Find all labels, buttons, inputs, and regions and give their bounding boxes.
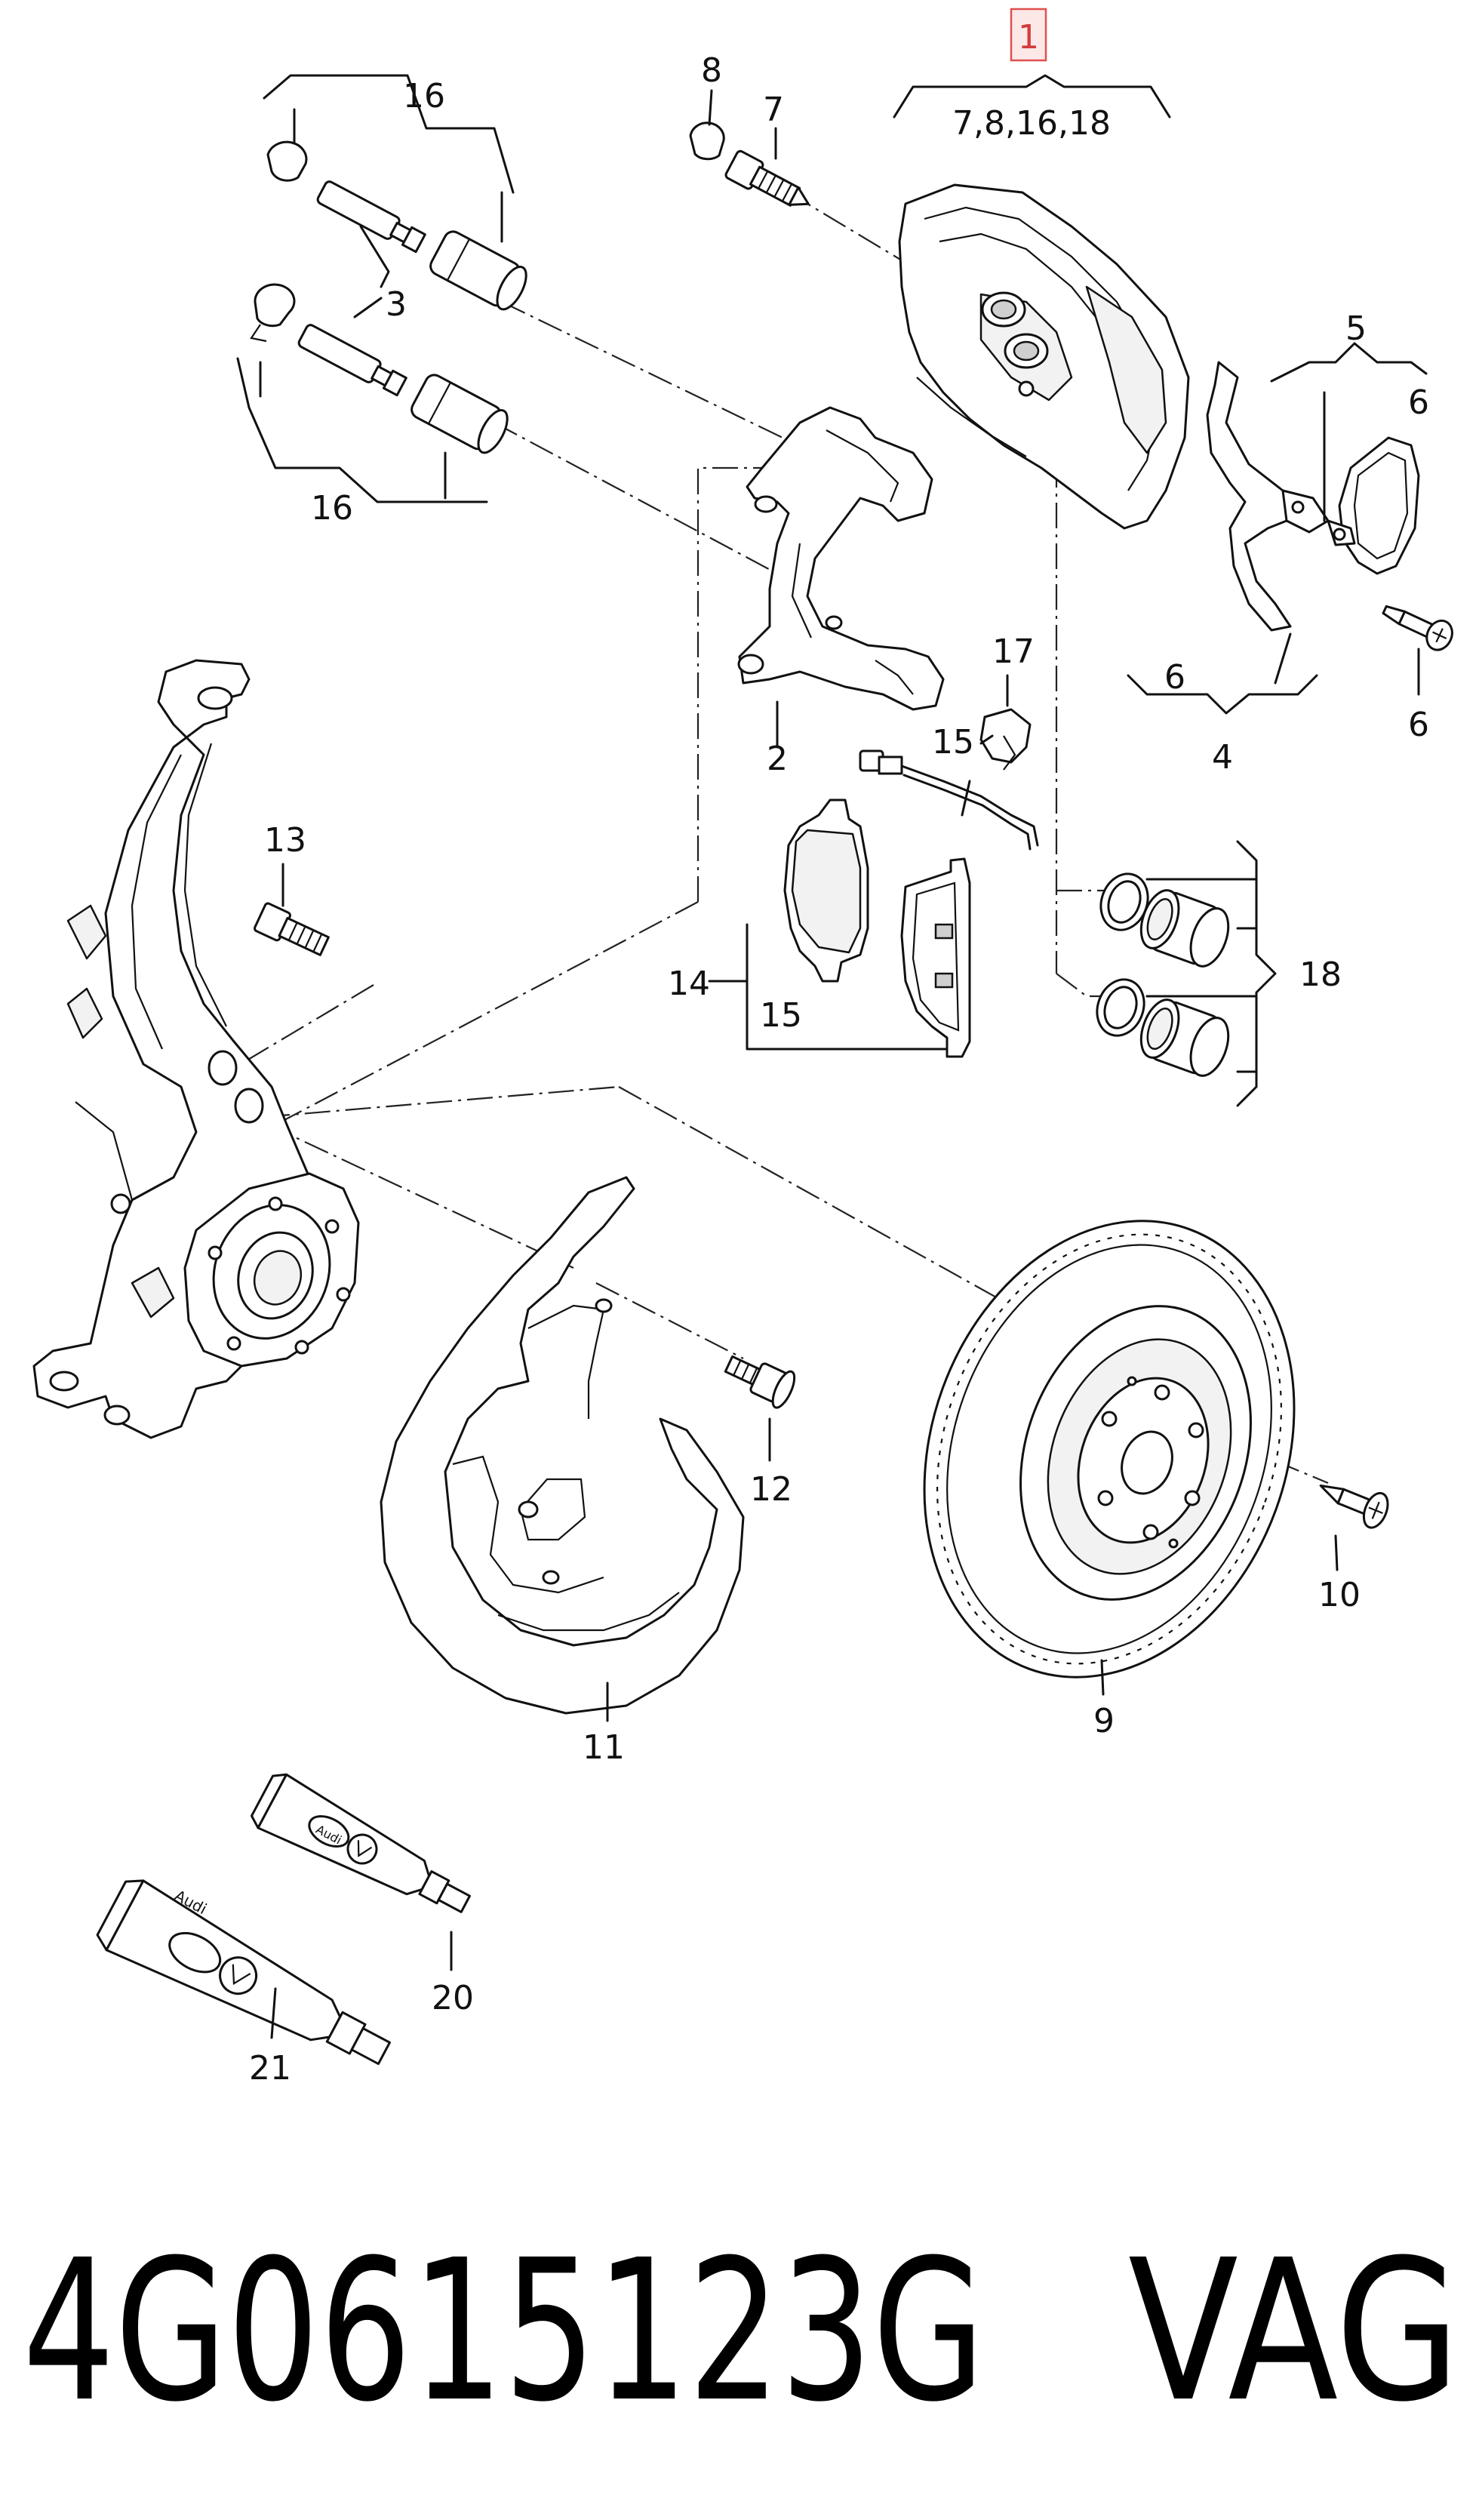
brake-pad-set	[708, 798, 971, 1058]
callout-17[interactable]: 17	[992, 632, 1035, 671]
callout-15-pads[interactable]: 15	[760, 996, 802, 1035]
callout-15-sensor[interactable]: 15	[932, 723, 974, 762]
piston-seal-kit	[1096, 840, 1277, 1107]
callout-labels: 1 7,8,16,18 8 7 16 3 16 2 5 6 6 6 4 17 1…	[249, 18, 1429, 2088]
callout-9[interactable]: 9	[1093, 1702, 1115, 1740]
grease-tube-large	[96, 1879, 391, 2066]
grease-tube-small	[250, 1773, 471, 1971]
callout-4[interactable]: 4	[1212, 738, 1233, 777]
callout-1-group: 7,8,16,18	[952, 104, 1111, 143]
callout-8[interactable]: 8	[701, 51, 722, 90]
knuckle-bolt	[254, 863, 330, 956]
callout-20[interactable]: 20	[432, 1979, 474, 2017]
callout-14[interactable]: 14	[668, 965, 710, 1003]
brake-disc	[923, 1220, 1296, 1696]
cover-plate-screw	[1382, 605, 1453, 696]
callout-16-top[interactable]: 16	[403, 77, 445, 115]
caliper-bolt-and-cap	[689, 89, 810, 207]
callout-12[interactable]: 12	[750, 1470, 792, 1509]
callout-1[interactable]: 1	[1018, 18, 1039, 57]
caliper-carrier	[737, 406, 945, 749]
brake-caliper	[898, 183, 1190, 530]
disc-retaining-screw	[1319, 1485, 1389, 1571]
shield-bolt	[724, 1355, 796, 1462]
caliper-cover-plate	[1323, 391, 1420, 575]
callout-5[interactable]: 5	[1345, 309, 1367, 348]
callout-13[interactable]: 13	[264, 821, 306, 860]
callout-21[interactable]: 21	[249, 2049, 291, 2088]
highlight-box	[1010, 8, 1047, 62]
callout-6-upper[interactable]: 6	[1408, 383, 1429, 422]
callout-6-screw[interactable]: 6	[1408, 706, 1429, 744]
wheel-hub	[183, 1172, 360, 1368]
callout-2[interactable]: 2	[767, 740, 788, 778]
callout-7[interactable]: 7	[763, 91, 784, 129]
brake-splash-shield	[380, 1176, 745, 1722]
callout-10[interactable]: 10	[1318, 1576, 1361, 1614]
item-4-5-6-brackets	[1127, 342, 1428, 715]
brand-name: VAG	[1128, 2218, 1460, 2445]
pad-wear-sensor	[859, 674, 1039, 851]
callout-11[interactable]: 11	[583, 1728, 625, 1767]
anti-rattle-clip	[1206, 361, 1330, 685]
part-number: 4G0615123G	[23, 2218, 985, 2445]
guide-pin-kit	[236, 74, 527, 503]
caliper-group-bracket	[893, 74, 1171, 118]
callout-6-left[interactable]: 6	[1164, 658, 1185, 697]
callout-16-bottom[interactable]: 16	[311, 489, 353, 528]
callout-18[interactable]: 18	[1299, 955, 1342, 994]
callout-3[interactable]: 3	[386, 285, 407, 324]
